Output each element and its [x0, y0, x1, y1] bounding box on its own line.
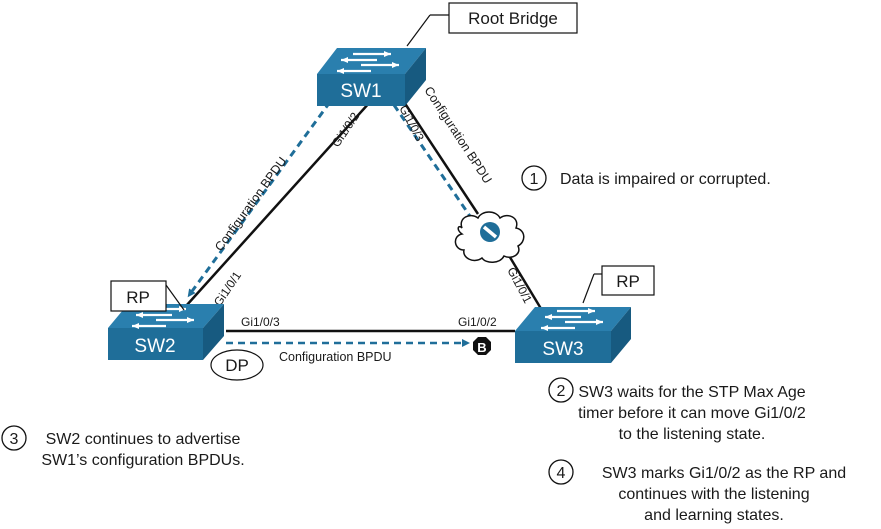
callout-line-root-bridge: [406, 14, 431, 47]
note-3-line-1: SW2 continues to advertise: [46, 431, 241, 448]
note-2-number: 2: [557, 383, 566, 400]
callout-line-sw3-rp: [582, 273, 595, 304]
sw2-rp-tag: RP: [110, 280, 167, 312]
switch-label-sw3: SW3: [542, 339, 583, 360]
switch-label-sw2: SW2: [134, 336, 175, 357]
note-3-line-2: SW1’s configuration BPDUs.: [41, 452, 244, 469]
link-sw1-cloud: [402, 101, 480, 215]
port-label-sw2-gi103: Gi1/0/3: [241, 315, 280, 329]
sw2-rp-label: RP: [126, 288, 150, 307]
switch-sw1[interactable]: SW1: [317, 48, 426, 106]
sw3-rp-label: RP: [616, 272, 640, 291]
note-4: 4 SW3 marks Gi1/0/2 as the RP and contin…: [548, 459, 846, 524]
port-label-sw1-gi102: Gi1/0/2: [329, 110, 362, 150]
note-1-number: 1: [530, 171, 539, 188]
note-3-number: 3: [10, 431, 19, 448]
port-label-sw3-gi102: Gi1/0/2: [458, 315, 497, 329]
no-entry-icon: [480, 222, 500, 242]
callout-line-sw2-rp: [165, 284, 185, 311]
switch-sw3[interactable]: SW3: [515, 306, 631, 363]
note-1: 1 Data is impaired or corrupted.: [521, 165, 771, 191]
port-label-sw1-gi103: Gi1/0/3: [396, 103, 427, 144]
blocked-marker-label: B: [477, 340, 486, 355]
note-4-line-1: SW3 marks Gi1/0/2 as the RP and: [602, 465, 846, 482]
port-label-sw3-gi101: Gi1/0/1: [504, 265, 535, 306]
note-4-line-2: continues with the listening: [618, 486, 809, 503]
sw2-dp-tag: DP: [210, 349, 264, 381]
note-2: 2 SW3 waits for the STP Max Age timer be…: [548, 377, 806, 443]
note-2-line-1: SW3 waits for the STP Max Age: [578, 384, 805, 401]
switch-label-sw1: SW1: [340, 81, 381, 102]
bpdu-label-sw1-sw3: Configuration BPDU: [421, 84, 494, 186]
note-4-number: 4: [557, 465, 566, 482]
sw3-rp-tag: RP: [601, 265, 655, 296]
root-bridge-tag: Root Bridge: [448, 2, 578, 34]
note-2-line-2: timer before it can move Gi1/0/2: [578, 405, 806, 422]
blocked-port-octagon-icon: B: [473, 337, 491, 355]
link-sw1-sw2: [185, 101, 371, 307]
switch-sw2[interactable]: SW2: [108, 304, 224, 360]
note-2-line-3: to the listening state.: [619, 426, 766, 443]
bpdu-arrow-sw1-to-sw2: [187, 101, 332, 298]
bpdu-label-sw2-sw3: Configuration BPDU: [279, 350, 392, 364]
link-cloud-sw3: [506, 253, 545, 313]
note-4-line-3: and learning states.: [644, 507, 784, 524]
root-bridge-label: Root Bridge: [468, 9, 558, 28]
note-1-line-1: Data is impaired or corrupted.: [560, 171, 771, 188]
note-3: 3 SW2 continues to advertise SW1’s confi…: [1, 425, 245, 469]
sw2-dp-label: DP: [225, 356, 249, 375]
